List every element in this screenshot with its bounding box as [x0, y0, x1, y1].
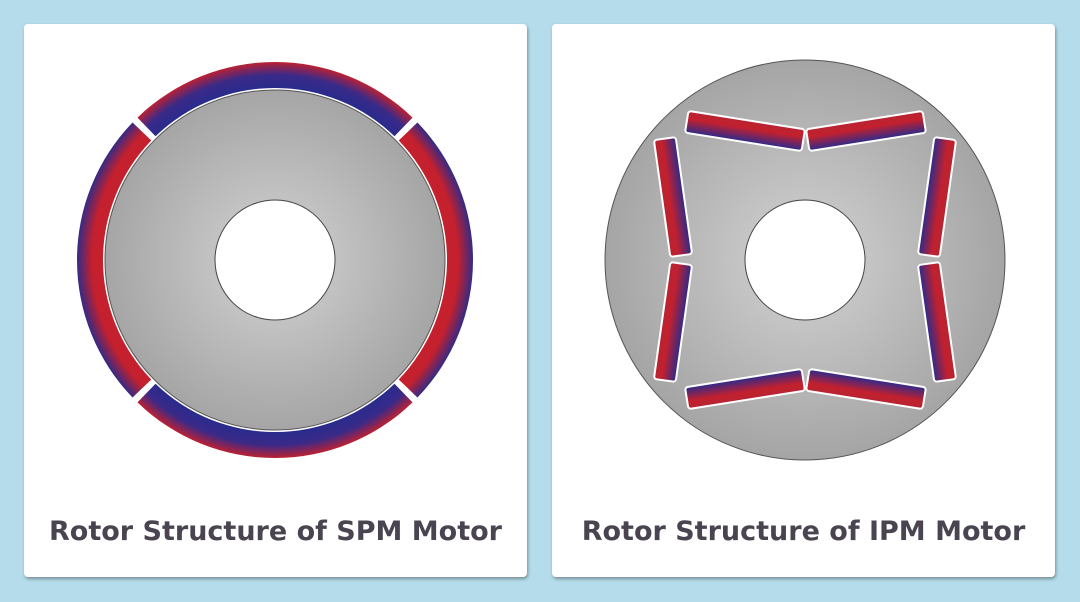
ipm-rotor-diagram — [604, 59, 1006, 461]
surface-magnet — [76, 122, 152, 398]
interior-magnet — [684, 368, 806, 410]
interior-magnet — [805, 368, 927, 410]
surface-magnet — [137, 383, 413, 459]
interior-magnet — [653, 261, 693, 383]
spm-caption: Rotor Structure of SPM Motor — [49, 516, 502, 547]
surface-magnet — [398, 122, 474, 398]
interior-magnet — [684, 110, 806, 152]
shaft-hole — [214, 199, 336, 321]
shaft-hole — [744, 199, 866, 321]
interior-magnet — [653, 136, 693, 258]
interior-magnet — [805, 110, 927, 152]
spm-rotor-diagram — [76, 61, 474, 459]
interior-magnet — [917, 136, 957, 258]
surface-magnet — [137, 61, 413, 137]
spm-rotor-panel: Rotor Structure of SPM Motor — [24, 24, 527, 577]
ipm-rotor-panel: Rotor Structure of IPM Motor — [552, 24, 1055, 577]
interior-magnet — [917, 261, 957, 383]
ipm-caption: Rotor Structure of IPM Motor — [581, 516, 1026, 547]
